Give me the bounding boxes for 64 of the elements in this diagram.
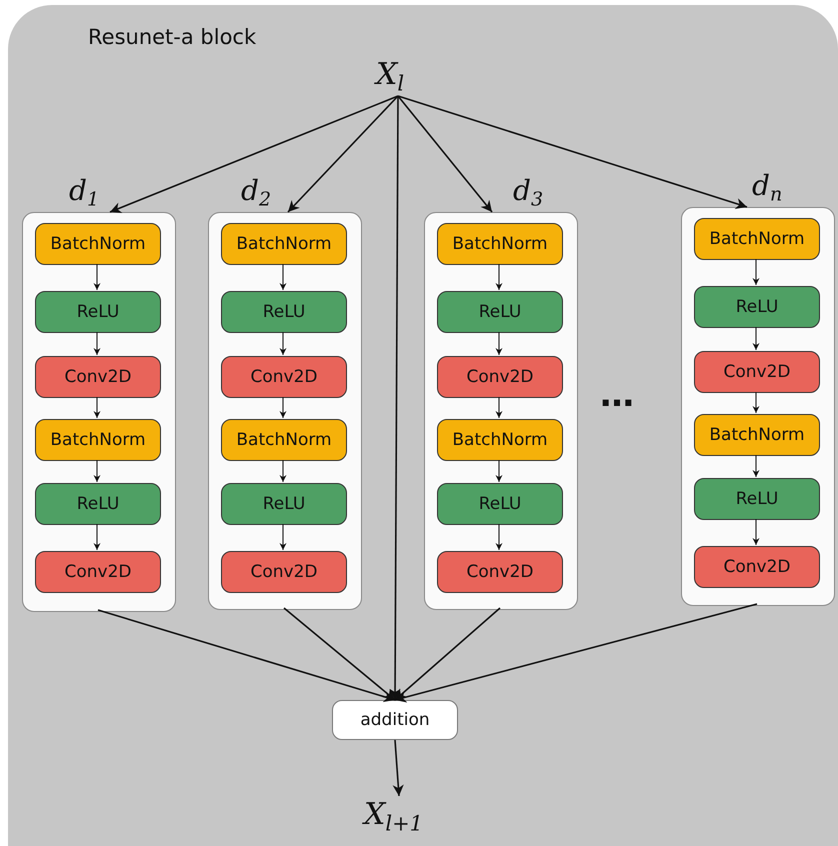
- layer-box: ReLU: [221, 483, 347, 525]
- layer-box: BatchNorm: [694, 414, 820, 456]
- layer-box: BatchNorm: [35, 223, 161, 265]
- arrow: [94, 332, 100, 356]
- arrow: [94, 264, 100, 290]
- arrow: [752, 258, 760, 286]
- arrow: [394, 607, 501, 701]
- operation-box: addition: [332, 700, 458, 740]
- branch-label: d$_{n}$: [752, 172, 782, 205]
- branch-label: d$_{1}$: [69, 177, 100, 210]
- math-variable: X$_{l+1}$: [364, 800, 424, 834]
- layer-box: ReLU: [35, 291, 161, 333]
- arrow: [287, 95, 399, 213]
- layer-box: ReLU: [35, 483, 161, 525]
- layer-box: ReLU: [437, 483, 563, 525]
- branch-label: d$_{2}$: [241, 177, 272, 210]
- arrow: [394, 603, 758, 703]
- arrow: [496, 396, 502, 418]
- arrow: [496, 332, 502, 356]
- arrow: [280, 264, 286, 290]
- layer-box: ReLU: [694, 286, 820, 328]
- layer-box: BatchNorm: [221, 223, 347, 265]
- arrow: [98, 609, 396, 702]
- arrow: [496, 524, 502, 550]
- arrow: [398, 95, 748, 209]
- arrow: [94, 396, 100, 418]
- layer-box: BatchNorm: [221, 419, 347, 461]
- layer-box: BatchNorm: [694, 218, 820, 260]
- arrow: [280, 524, 286, 550]
- arrow: [110, 95, 398, 213]
- block-title: Resunet-a block: [88, 25, 256, 49]
- layer-box: Conv2D: [437, 551, 563, 593]
- branch-label: d$_{3}$: [513, 177, 544, 210]
- arrow: [752, 454, 760, 478]
- layer-box: ReLU: [437, 291, 563, 333]
- layer-box: ReLU: [694, 478, 820, 520]
- layer-box: BatchNorm: [437, 223, 563, 265]
- block-background: [8, 5, 838, 846]
- arrow: [392, 740, 404, 796]
- arrow: [397, 96, 493, 212]
- layer-box: Conv2D: [437, 356, 563, 398]
- layer-box: Conv2D: [35, 356, 161, 398]
- layer-box: Conv2D: [35, 551, 161, 593]
- layer-box: BatchNorm: [437, 419, 563, 461]
- arrow: [94, 524, 100, 550]
- layer-box: BatchNorm: [35, 419, 161, 461]
- arrow: [752, 518, 760, 546]
- layer-box: Conv2D: [694, 546, 820, 588]
- layer-box: ReLU: [221, 291, 347, 333]
- layer-box: Conv2D: [221, 551, 347, 593]
- arrow: [280, 396, 286, 418]
- arrow: [496, 264, 502, 290]
- layer-box: Conv2D: [694, 351, 820, 393]
- arrow: [283, 607, 396, 701]
- arrow: [752, 392, 760, 414]
- arrow: [94, 460, 100, 482]
- arrow: [280, 460, 286, 482]
- arrow: [496, 460, 502, 482]
- ellipsis: …: [600, 378, 634, 412]
- arrow: [752, 326, 760, 350]
- arrow: [280, 332, 286, 356]
- layer-box: Conv2D: [221, 356, 347, 398]
- arrow: [389, 96, 401, 700]
- math-variable: X$_{l}$: [376, 60, 404, 94]
